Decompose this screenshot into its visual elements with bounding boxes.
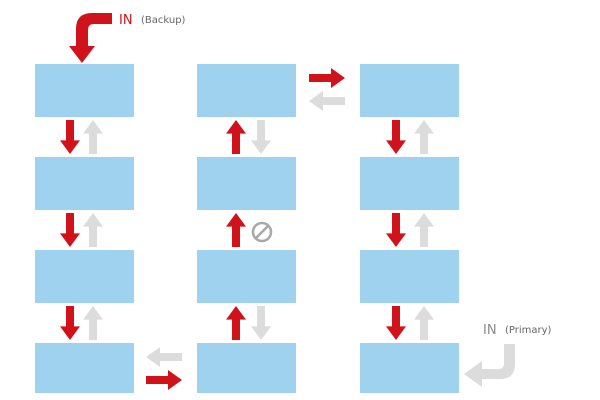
node-box xyxy=(197,64,296,117)
arrow-down-inactive-icon xyxy=(251,120,271,154)
arrow-left-inactive-icon xyxy=(309,91,345,111)
backup-in-label: IN xyxy=(119,13,133,28)
arrow-up-active-icon xyxy=(226,120,246,154)
arrow-up-inactive-icon xyxy=(83,120,103,154)
node-box xyxy=(35,157,134,210)
arrow-right-active-icon xyxy=(146,370,182,390)
node-box xyxy=(360,250,459,303)
arrow-up-inactive-icon xyxy=(414,213,434,247)
arrow-up-inactive-icon xyxy=(414,306,434,340)
node-box xyxy=(360,343,459,393)
arrow-left-inactive-icon xyxy=(146,347,182,367)
arrow-down-active-icon xyxy=(60,306,80,340)
arrow-up-inactive-icon xyxy=(83,306,103,340)
backup-input-arrow-icon xyxy=(69,13,112,63)
primary-input-arrow-icon xyxy=(464,344,515,387)
arrow-up-inactive-icon xyxy=(414,120,434,154)
prohibited-icon xyxy=(251,221,273,243)
arrow-down-active-icon xyxy=(386,213,406,247)
node-box xyxy=(35,64,134,117)
node-box xyxy=(35,343,134,393)
node-box xyxy=(197,250,296,303)
column-3 xyxy=(360,64,459,393)
arrow-right-active-icon xyxy=(309,68,345,88)
arrow-down-active-icon xyxy=(60,120,80,154)
backup-tag-label: (Backup) xyxy=(141,15,186,26)
primary-in-label: IN xyxy=(483,323,497,338)
arrow-up-active-icon xyxy=(226,306,246,340)
arrow-up-active-icon xyxy=(226,213,246,247)
arrow-down-active-icon xyxy=(386,306,406,340)
node-box xyxy=(360,157,459,210)
arrow-down-active-icon xyxy=(386,120,406,154)
primary-tag-label: (Primary) xyxy=(505,325,552,336)
node-box xyxy=(197,343,296,393)
column-2 xyxy=(197,64,296,393)
node-box xyxy=(197,157,296,210)
arrow-down-inactive-icon xyxy=(251,306,271,340)
column-1 xyxy=(35,64,134,393)
node-box xyxy=(35,250,134,303)
node-box xyxy=(360,64,459,117)
arrow-down-active-icon xyxy=(60,213,80,247)
arrow-up-inactive-icon xyxy=(83,213,103,247)
